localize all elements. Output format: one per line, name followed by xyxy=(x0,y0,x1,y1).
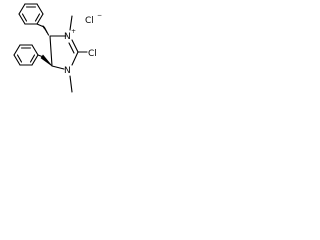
bond xyxy=(13,44,21,56)
counter-ion-label: Cl xyxy=(85,16,94,26)
bond xyxy=(31,54,39,66)
bond xyxy=(31,44,39,56)
counter-ion-charge: − xyxy=(97,12,102,19)
aromatic-bond xyxy=(21,13,28,22)
bond-n3-methyl xyxy=(69,75,73,93)
bond-n1-methyl xyxy=(69,15,73,31)
molecule-drawing: N + N Cl Cl − xyxy=(13,3,102,93)
bond xyxy=(18,13,26,25)
structure-diagram: N + N Cl Cl − xyxy=(0,0,106,102)
atom-n1-label: N xyxy=(64,32,71,42)
bond-c2-n3 xyxy=(71,51,79,66)
bond xyxy=(36,3,44,15)
atom-n1-charge: + xyxy=(71,28,76,35)
bond xyxy=(36,13,44,25)
bond-n3-c5 xyxy=(51,65,65,70)
hashed-stereo-bond-top xyxy=(36,23,50,36)
bond-n1-c2 xyxy=(71,39,79,53)
wedge-stereo-bond-bottom xyxy=(40,54,53,67)
aromatic-bond xyxy=(34,13,41,22)
phenyl-ring-top xyxy=(18,3,44,25)
bond xyxy=(36,23,45,28)
atom-n3-label: N xyxy=(64,66,71,76)
aromatic-bond xyxy=(29,54,36,63)
bond xyxy=(18,3,26,15)
bond-n1-c2-double xyxy=(68,42,75,54)
aromatic-bond xyxy=(16,54,23,63)
bond-c5-c4 xyxy=(49,35,53,67)
bond xyxy=(37,54,43,58)
hash xyxy=(43,26,50,36)
phenyl-ring-bottom xyxy=(13,44,39,66)
atom-cl-label: Cl xyxy=(88,49,97,59)
imidazolinium-ring xyxy=(49,35,79,70)
bond xyxy=(13,54,21,66)
